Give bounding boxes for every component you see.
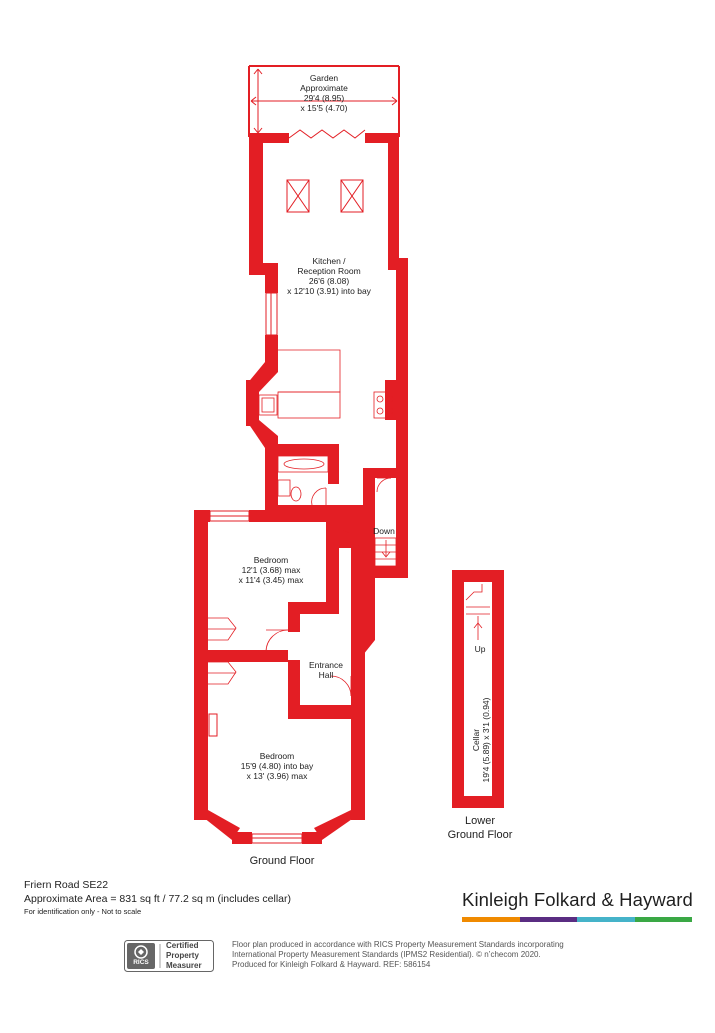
garden-outline — [248, 65, 400, 137]
room-labels: Garden Approximate 29'4 (8.95) x 15'5 (4… — [239, 73, 513, 867]
front-door — [330, 675, 352, 697]
bedroom1-label: Bedroom — [254, 555, 289, 565]
notes-line-3: Produced for Kinleigh Folkard & Hayward.… — [232, 960, 431, 969]
garden-dim-2: x 15'5 (4.70) — [301, 103, 348, 113]
garden-dim-1: 29'4 (8.95) — [304, 93, 345, 103]
rics-certification: Certified Property Measurer — [166, 941, 202, 971]
bedroom2-dim-1: 15'9 (4.80) into bay — [241, 761, 314, 771]
bedroom2-walls — [194, 650, 365, 844]
lower-ground-label-1: Lower — [465, 815, 495, 827]
rics-mark: RICS — [133, 959, 149, 966]
brand-name: Kinleigh Folkard & Hayward — [462, 889, 693, 910]
stairs-up-label: Up — [475, 644, 486, 654]
rics-line-2: Property — [166, 951, 199, 960]
hall-door-arc — [338, 529, 360, 549]
bedroom2-dim-2: x 13' (3.96) max — [247, 771, 308, 781]
hall-label-1: Entrance — [309, 660, 343, 670]
approximate-area: Approximate Area = 831 sq ft / 77.2 sq m… — [24, 893, 292, 905]
cellar-stairs — [465, 584, 490, 640]
bedroom1-wardrobe — [208, 617, 237, 641]
skylights — [286, 179, 364, 213]
rics-line-3: Measurer — [166, 961, 202, 970]
kitchen-label-2: Reception Room — [297, 266, 360, 276]
brand-bar-green — [634, 917, 692, 922]
cellar-dim: 19'4 (5.89) x 3'1 (0.94) — [481, 697, 491, 782]
measurement-notes: Floor plan produced in accordance with R… — [232, 940, 612, 970]
cellar-walls — [452, 570, 504, 808]
bathroom-fixtures — [277, 455, 392, 506]
bedroom1-window — [209, 510, 250, 522]
brand-bar-orange — [462, 917, 520, 922]
garden-dimension-arrows — [250, 68, 398, 134]
bedroom1-walls — [194, 510, 375, 656]
cellar-label: Cellar — [471, 729, 481, 751]
hall-label-2: Hall — [319, 670, 334, 680]
disclaimer: For identification only - Not to scale — [24, 907, 142, 916]
lower-ground-label-2: Ground Floor — [448, 829, 513, 841]
stairs-down — [374, 537, 397, 567]
brand-bar-purple — [519, 917, 577, 922]
bedroom2-wardrobe — [208, 661, 237, 685]
kitchen-units — [258, 349, 397, 419]
address: Friern Road SE22 — [24, 879, 109, 891]
rics-badge: RICS Certified Property Measurer — [124, 940, 214, 972]
bedroom2-window — [208, 713, 303, 844]
notes-line-1: Floor plan produced in accordance with R… — [232, 940, 564, 949]
bedroom2-label: Bedroom — [260, 751, 295, 761]
kitchen-dim-2: x 12'10 (3.91) into bay — [287, 286, 372, 296]
bifold-doors — [288, 129, 366, 139]
stairs-down-label: Down — [373, 526, 395, 536]
property-info: Friern Road SE22 Approximate Area = 831 … — [24, 878, 291, 918]
brand-bar-blue — [577, 917, 635, 922]
bedroom1-dim-1: 12'1 (3.68) max — [242, 565, 302, 575]
kitchen-window — [265, 292, 278, 336]
kitchen-label-1: Kitchen / — [312, 256, 346, 266]
rics-logo-icon — [124, 940, 214, 972]
garden-label-line2: Approximate — [300, 83, 348, 93]
brand-color-bar — [462, 917, 692, 922]
kitchen-dim-1: 26'6 (8.08) — [309, 276, 350, 286]
hall-walls — [288, 528, 375, 719]
bedroom1-dim-2: x 11'4 (3.45) max — [239, 575, 305, 585]
ground-floor-label: Ground Floor — [250, 855, 315, 867]
bedroom1-door — [265, 629, 289, 653]
garden-label: Garden — [310, 73, 339, 83]
rics-line-1: Certified — [166, 941, 199, 950]
notes-line-2: International Property Measurement Stand… — [232, 950, 541, 959]
